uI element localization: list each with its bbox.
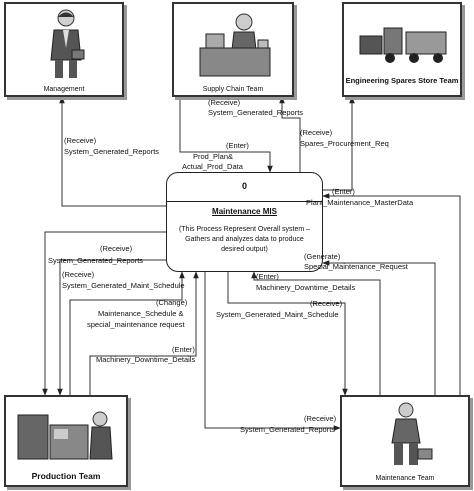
process-maintenance-mis: 0 Maintenance MIS (This Process Represen…	[166, 172, 323, 272]
forklift-icon	[359, 27, 447, 63]
process-number: 0	[241, 181, 247, 191]
entity-management-label: Management	[43, 86, 85, 93]
entity-supply-chain: Supply Chain Team	[172, 2, 294, 97]
flow-eng-receive-data: Spares_Procurement_Req	[300, 139, 389, 148]
process-name: Maintenance MIS	[212, 207, 277, 216]
flow-mgmt-receive-line	[59, 96, 166, 207]
entity-maintenance: Maintenance Team	[340, 395, 470, 487]
flow-prod-schedule-action: (Receive)	[62, 270, 95, 279]
flow-supply-enter-data-1: Prod_Plan&	[193, 152, 234, 161]
process-description: (This Process Represent Overall system –…	[178, 226, 311, 253]
flow-maint-schedule-action: (Receive)	[310, 299, 343, 308]
mechanic-icon	[391, 402, 433, 465]
entity-engineering-spares: Engineering Spares Store Team	[342, 2, 462, 97]
flow-prod-reports-line	[42, 231, 166, 396]
flow-supply-receive-data: System_Generated_Reports	[208, 108, 304, 117]
flow-mgmt-receive-data: System_Generated_Reports	[64, 147, 160, 156]
entity-production: Production Team	[4, 395, 128, 487]
flow-prod-reports-action: (Receive)	[100, 244, 133, 253]
entity-production-label: Production Team	[31, 471, 101, 481]
flow-maint-downtime-line	[251, 271, 381, 395]
flow-supply-receive-line	[279, 96, 301, 172]
flow-supply-enter-line	[179, 97, 273, 173]
entity-management: Management	[4, 2, 124, 97]
flow-maint-reports-data: System_Generated_Reports	[240, 425, 336, 434]
flow-supply-receive-action: (Receive)	[208, 98, 241, 107]
flow-prod-downtime-action: (Enter)	[172, 345, 195, 354]
flow-maint-reports-action: (Receive)	[304, 414, 337, 423]
flow-supply-enter-data-2: Actual_Prod_Data	[182, 162, 243, 171]
entity-supply-chain-label: Supply Chain Team	[202, 86, 264, 93]
flow-maint-schedule-line	[227, 272, 348, 396]
flow-eng-receive-action: (Receive)	[300, 128, 333, 137]
flow-maint-generate-data: Special_Maintenance_Request	[304, 262, 408, 271]
flow-maint-reports-line	[204, 272, 341, 431]
flow-maint-generate-line	[322, 260, 436, 395]
flow-prod-change-data-1: Maintenance_Schedule &	[98, 309, 184, 318]
flow-maint-downtime-data: Machinery_Downtime_Details	[256, 283, 356, 292]
flow-supply-enter-action: (Enter)	[226, 141, 249, 150]
businessman-icon	[50, 9, 85, 78]
entity-maintenance-label: Maintenance Team	[375, 475, 435, 482]
flow-maint-schedule-data: System_Generated_Maint_Schedule	[216, 310, 339, 319]
flow-prod-schedule-data: System_Generated_Maint_Schedule	[62, 281, 185, 290]
flow-eng-receive-line	[323, 96, 355, 191]
flow-prod-change-line	[69, 271, 185, 395]
flow-prod-schedule-line	[57, 259, 166, 396]
flow-prod-reports-data: System_Generated_Reports	[48, 256, 144, 265]
flow-maint-master-action: (Enter)	[332, 187, 355, 196]
desk-worker-icon	[199, 13, 271, 77]
entity-engineering-spares-label: Engineering Spares Store Team	[345, 76, 459, 85]
flow-maint-master-line	[322, 193, 461, 395]
flow-mgmt-receive-action: (Receive)	[64, 136, 97, 145]
flow-maint-downtime-action: (Enter)	[256, 272, 279, 281]
flow-prod-change-action: (Change)	[156, 298, 188, 307]
factory-worker-icon	[17, 411, 113, 460]
flow-prod-downtime-data: Machinery_Downtime_Details	[96, 355, 196, 364]
flow-maint-master-data: Plant_Maintenance_MasterData	[306, 198, 414, 207]
process-divider	[167, 201, 322, 202]
flow-maint-generate-action: (Generate)	[304, 252, 341, 261]
flow-prod-downtime-line	[89, 271, 199, 395]
flow-prod-change-data-2: special_maintenance request	[87, 320, 185, 329]
